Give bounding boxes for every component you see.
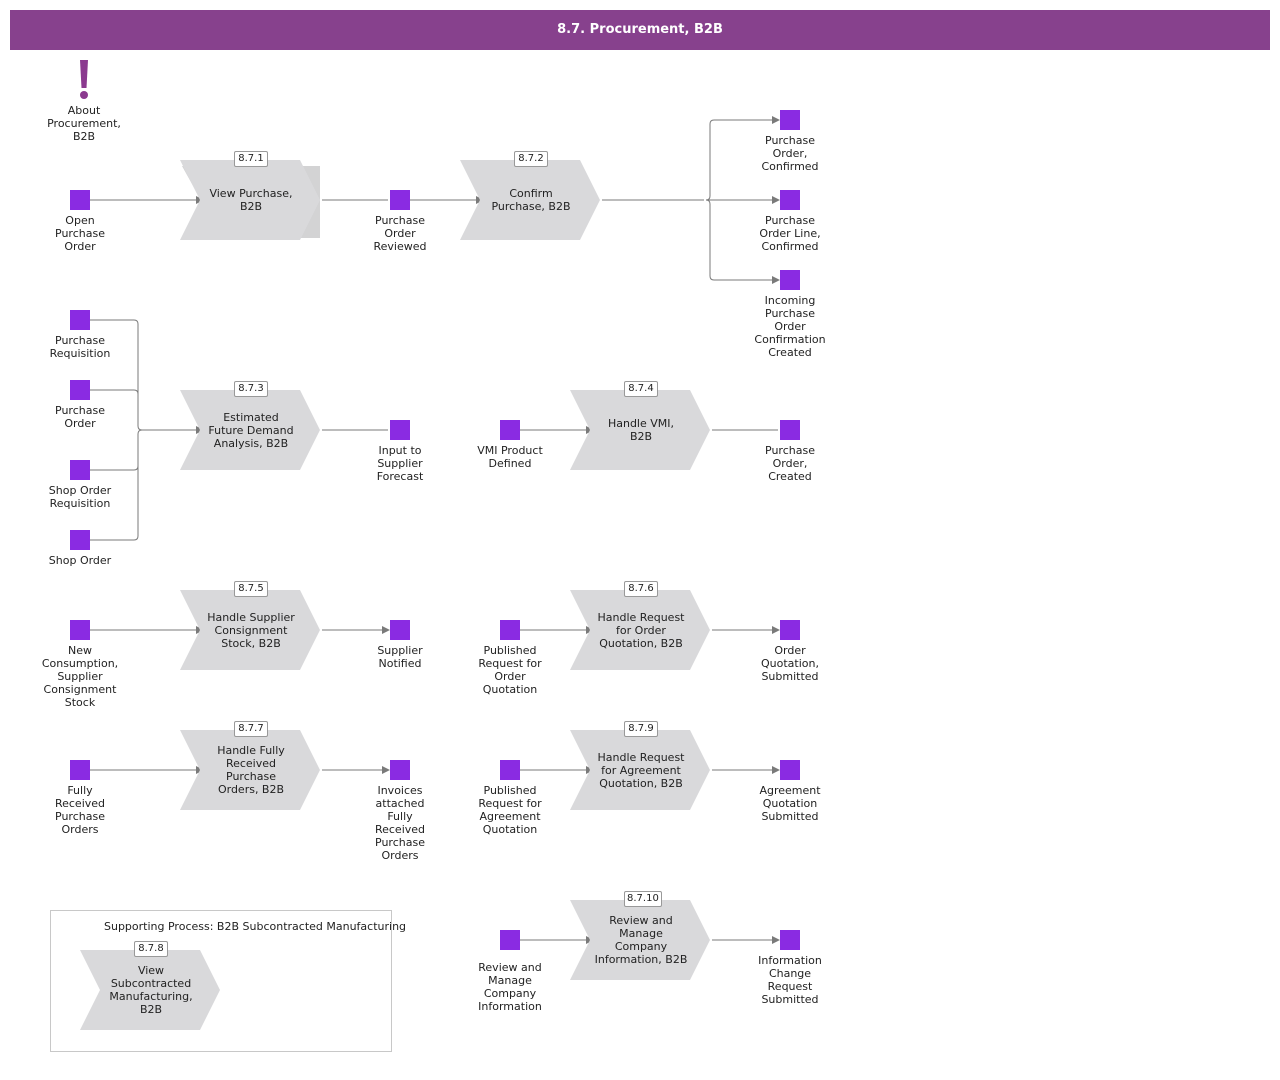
event-label-published-raq: Published Request for Agreement Quotatio… (478, 784, 542, 836)
process-label: Handle Request for Agreement Quotation, … (597, 750, 685, 790)
process-chevron (570, 590, 710, 670)
event-marker[interactable] (500, 760, 520, 780)
about-label[interactable]: About Procurement, B2B (47, 104, 121, 143)
event-marker[interactable] (780, 760, 800, 780)
event-label-purchase-order-reviewed: Purchase Order Reviewed (373, 214, 427, 253)
connector (90, 319, 143, 541)
event-label-invoices-attached: Invoices attached Fully Received Purchas… (374, 784, 426, 862)
process-id-badge: 8.7.1 (234, 151, 268, 167)
event-label-incoming-po-confirmation: Incoming Purchase Order Confirmation Cre… (754, 294, 826, 359)
event-label-shop-order: Shop Order (48, 554, 112, 567)
event-marker[interactable] (780, 420, 800, 440)
event-marker[interactable] (70, 530, 90, 550)
process-estimated-future-demand[interactable]: Estimated Future Demand Analysis, B2B 8.… (180, 381, 320, 470)
event-marker[interactable] (780, 190, 800, 210)
process-id-badge: 8.7.2 (514, 151, 548, 167)
event-label-purchase-requisition: Purchase Requisition (49, 334, 111, 360)
process-label: Handle Request for Order Quotation, B2B (597, 610, 685, 650)
event-label-published-rfq: Published Request for Order Quotation (478, 644, 542, 696)
event-marker[interactable] (70, 190, 90, 210)
event-marker[interactable] (780, 110, 800, 130)
process-label: Handle VMI, B2B (607, 417, 675, 443)
process-chevron (180, 590, 320, 670)
process-id-badge: 8.7.6 (624, 581, 658, 597)
process-chevron (570, 390, 710, 470)
process-id-badge: 8.7.4 (624, 381, 658, 397)
process-label: Handle Supplier Consignment Stock, B2B (207, 610, 295, 650)
event-label-vmi-product-defined: VMI Product Defined (477, 444, 543, 470)
process-handle-raq[interactable]: Handle Request for Agreement Quotation, … (570, 721, 710, 810)
process-handle-rfq[interactable]: Handle Request for Order Quotation, B2B … (570, 581, 710, 670)
event-label-input-supplier-forecast: Input to Supplier Forecast (376, 444, 424, 483)
event-marker[interactable] (500, 930, 520, 950)
page-title: 8.7. Procurement, B2B (10, 10, 1270, 50)
process-view-purchase[interactable]: View Purchase, B2B 8.7.1 (180, 151, 320, 240)
process-review-manage-company[interactable]: Review and Manage Company Information, B… (570, 891, 710, 980)
process-chevron (180, 730, 320, 810)
process-label: Handle Fully Received Purchase Orders, B… (217, 744, 285, 796)
process-id-badge: 8.7.7 (234, 721, 268, 737)
event-marker[interactable] (780, 930, 800, 950)
event-label-purchase-order-line-confirmed: Purchase Order Line, Confirmed (759, 214, 821, 253)
event-label-purchase-order: Purchase Order (55, 404, 105, 430)
event-marker[interactable] (390, 760, 410, 780)
event-label-open-purchase-order: Open Purchase Order (55, 214, 105, 253)
process-handle-vmi[interactable]: Handle VMI, B2B 8.7.4 (570, 381, 710, 470)
event-label-purchase-order-created: Purchase Order, Created (765, 444, 815, 483)
process-handle-supplier-consignment[interactable]: Handle Supplier Consignment Stock, B2B 8… (180, 581, 320, 670)
exclamation-icon[interactable] (74, 58, 94, 102)
process-chevron (460, 160, 600, 240)
event-marker[interactable] (500, 420, 520, 440)
process-label: View Purchase, B2B (209, 187, 293, 213)
event-label-supplier-notified: Supplier Notified (377, 644, 423, 670)
event-marker[interactable] (780, 270, 800, 290)
process-handle-fully-received[interactable]: Handle Fully Received Purchase Orders, B… (180, 721, 320, 810)
event-label-shop-order-requisition: Shop Order Requisition (48, 484, 112, 510)
event-marker[interactable] (390, 620, 410, 640)
event-label-order-quotation-submitted: Order Quotation, Submitted (761, 644, 819, 683)
event-label-information-change-request: Information Change Request Submitted (758, 954, 822, 1006)
process-id-badge: 8.7.3 (234, 381, 268, 397)
event-label-fully-received: Fully Received Purchase Orders (54, 784, 106, 836)
process-id-badge: 8.7.8 (134, 941, 168, 957)
event-label-purchase-order-confirmed: Purchase Order, Confirmed (761, 134, 819, 173)
event-marker[interactable] (70, 380, 90, 400)
process-label: Review and Manage Company Information, B… (594, 914, 688, 966)
process-label: Confirm Purchase, B2B (491, 187, 571, 213)
event-label-agreement-quotation-submitted: Agreement Quotation Submitted (759, 784, 821, 823)
process-chevron (570, 730, 710, 810)
event-marker[interactable] (70, 460, 90, 480)
process-id-badge: 8.7.5 (234, 581, 268, 597)
process-chevron (180, 390, 320, 470)
event-label-new-consumption: New Consumption, Supplier Consignment St… (41, 644, 119, 709)
process-chevron (570, 900, 710, 980)
supporting-process-title: Supporting Process: B2B Subcontracted Ma… (104, 920, 407, 933)
event-marker[interactable] (390, 420, 410, 440)
event-marker[interactable] (70, 310, 90, 330)
event-marker[interactable] (390, 190, 410, 210)
process-id-badge: 8.7.9 (624, 721, 658, 737)
event-marker[interactable] (780, 620, 800, 640)
event-marker[interactable] (70, 760, 90, 780)
process-label: View Subcontracted Manufacturing, B2B (109, 964, 193, 1016)
process-confirm-purchase[interactable]: Confirm Purchase, B2B 8.7.2 (460, 151, 600, 240)
event-label-review-manage-company: Review and Manage Company Information (478, 961, 542, 1013)
process-chevron (180, 160, 320, 240)
process-view-subcontracted[interactable]: View Subcontracted Manufacturing, B2B 8.… (80, 941, 220, 1030)
process-chevron (80, 950, 220, 1030)
process-label: Estimated Future Demand Analysis, B2B (208, 410, 294, 450)
event-marker[interactable] (70, 620, 90, 640)
event-marker[interactable] (500, 620, 520, 640)
process-id-badge: 8.7.10 (624, 891, 662, 907)
